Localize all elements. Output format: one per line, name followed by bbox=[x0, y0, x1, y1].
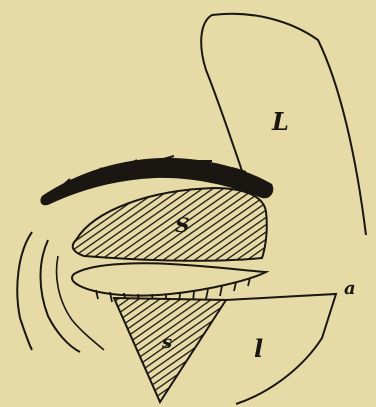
label-upper-flap: L bbox=[271, 107, 289, 136]
label-upper-excision: S bbox=[175, 213, 189, 237]
label-lower-flap: l bbox=[254, 334, 263, 363]
face-contour-outer bbox=[17, 232, 32, 350]
label-corner-point: a bbox=[344, 278, 356, 299]
lower-flap-outline bbox=[226, 294, 336, 404]
label-lower-excision: s bbox=[161, 332, 172, 353]
eyelid-closed bbox=[72, 263, 266, 295]
upper-excision-area bbox=[73, 188, 267, 261]
